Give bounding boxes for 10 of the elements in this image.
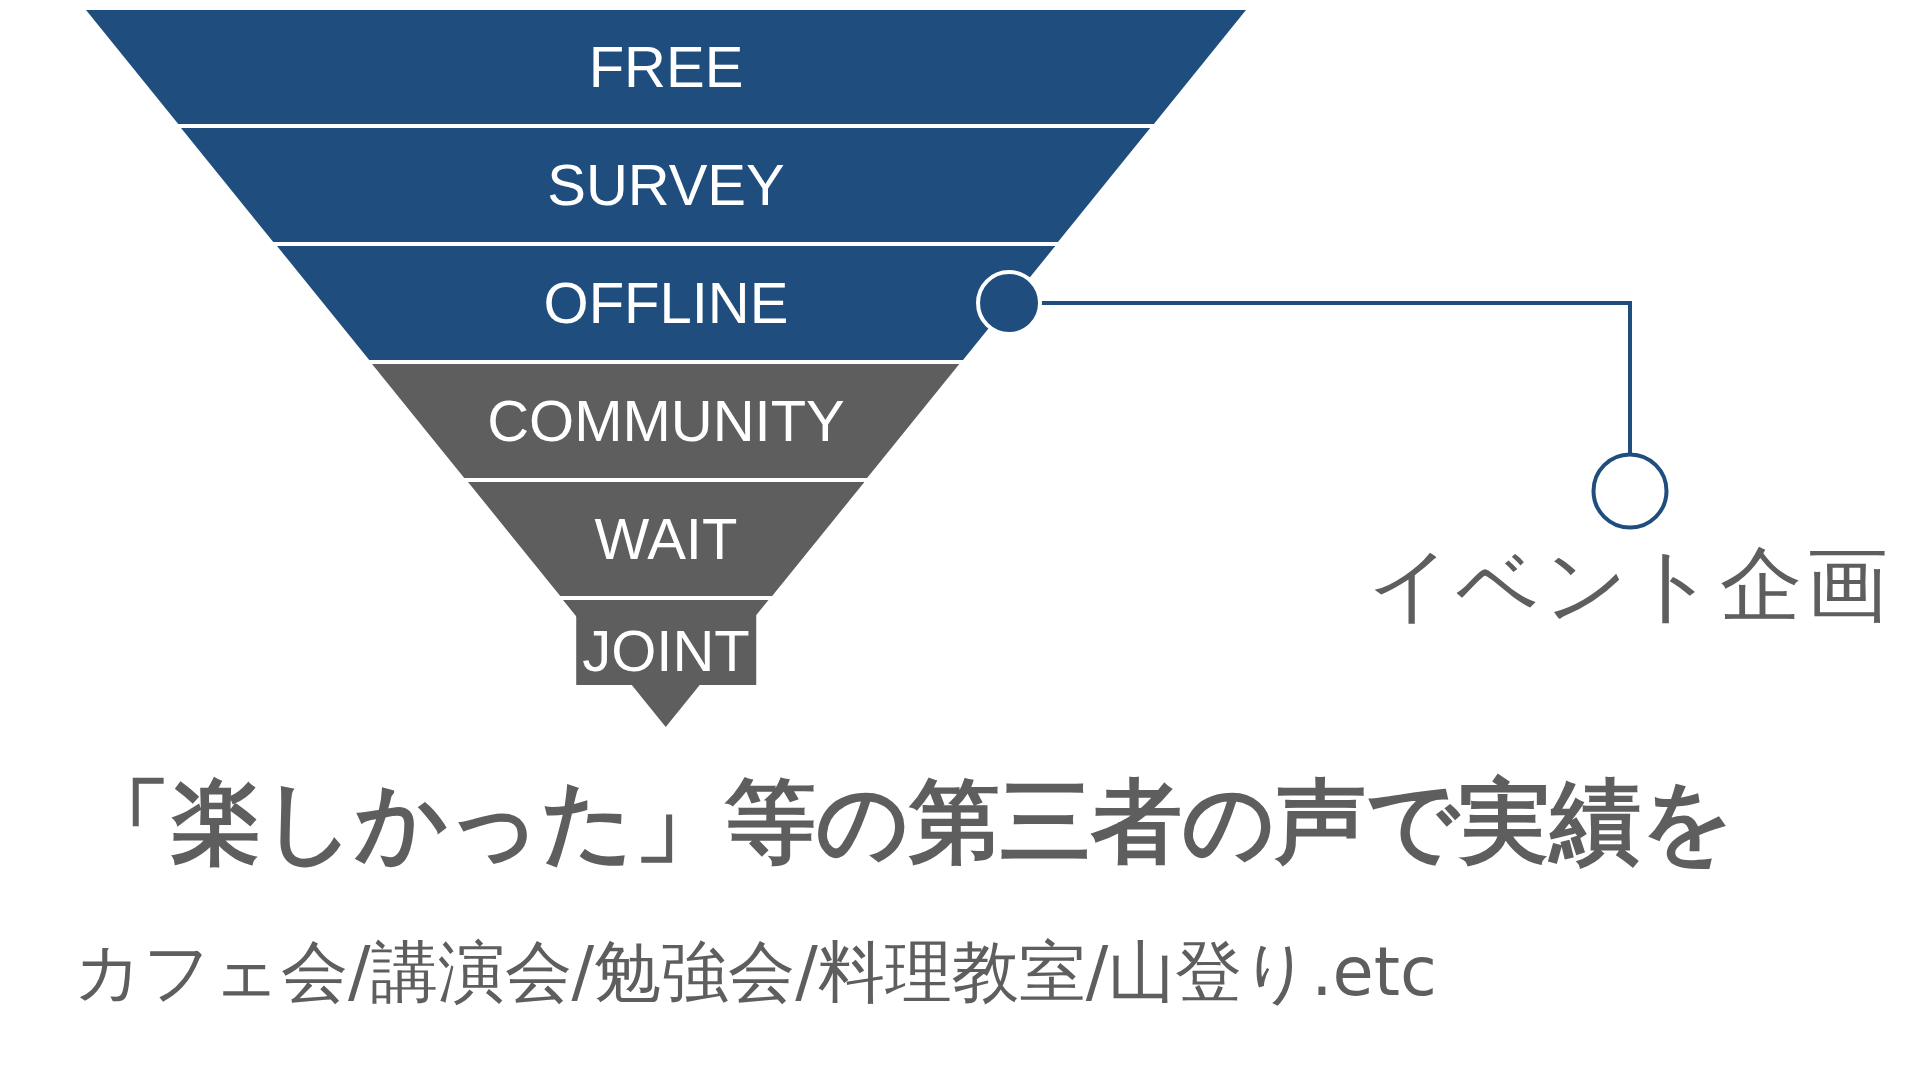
headline-text: 「楽しかった」等の第三者の声で実績を <box>80 772 1734 873</box>
band-label: COMMUNITY <box>487 392 845 450</box>
leader-line <box>976 270 1632 453</box>
callout-label: イベント企画 <box>1368 542 1892 629</box>
band-label: JOINT <box>576 615 756 685</box>
band-label: OFFLINE <box>543 274 789 332</box>
band-label: SURVEY <box>547 156 785 214</box>
band-label: FREE <box>588 38 744 96</box>
example-list-text: カフェ会/講演会/勉強会/料理教室/山登り.etc <box>74 936 1437 1010</box>
band-label: WAIT <box>594 510 738 568</box>
